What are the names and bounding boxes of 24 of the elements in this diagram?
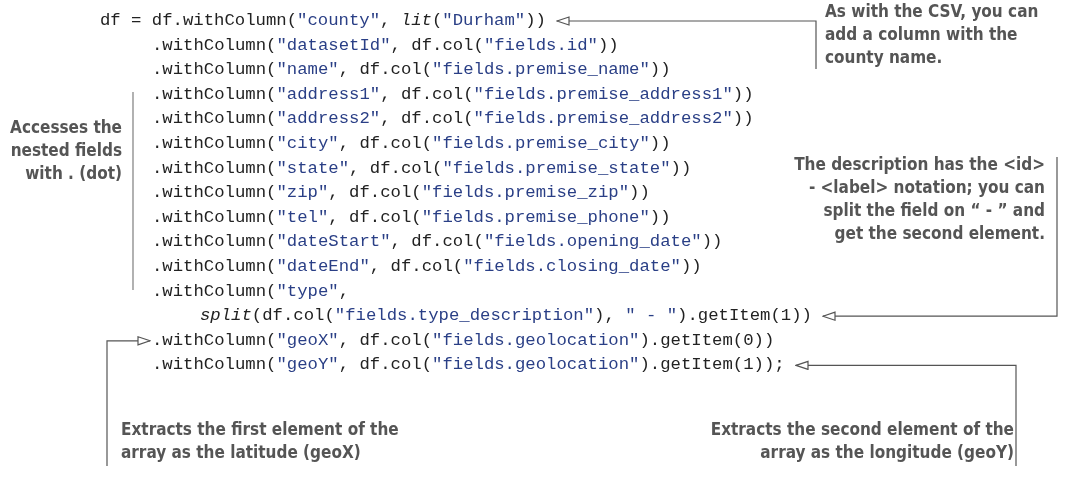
callout-text: As with the CSV, you can add a column with the county name. — [816, 0, 1052, 69]
code-line: .withColumn("type", — [152, 281, 352, 302]
code-line: split(df.col("fields.type_description"), " - ").getItem(1)) — [200, 306, 815, 327]
code-line: .withColumn("geoY", df.col("fields.geolocation").getItem(1)); — [152, 355, 788, 376]
annotation-text: Accesses the nested fields with . (dot) — [9, 116, 122, 185]
leader-arrow — [556, 16, 817, 70]
code-line: .withColumn("datasetId", df.col("fields.id")) — [152, 35, 622, 56]
leader-arrow — [822, 156, 1058, 321]
code-line: .withColumn("geoX", df.col("fields.geolocation").getItem(0)) — [152, 330, 777, 351]
code-line: .withColumn("name", df.col("fields.premise_name")) — [152, 60, 673, 81]
code-line: .withColumn("state", df.col("fields.premise_state")) — [152, 158, 694, 179]
leader-arrow — [795, 360, 1017, 467]
code-line: .withColumn("dateEnd", df.col("fields.closing_date")) — [152, 257, 705, 277]
code-line: .withColumn("dateStart", df.col("fields.opening_date")) — [152, 232, 725, 253]
code-line: .withColumn("tel", df.col("fields.premise_phone")) — [152, 207, 673, 228]
callout-text: Extracts the first element of the array as the latitude (geoX) — [107, 418, 427, 464]
code-line: .withColumn("zip", df.col("fields.premise_zip")) — [152, 183, 653, 204]
callout-text: The description has the <id> - <label> notation; you can split the field on “ - ” and get the second element. — [790, 153, 1057, 245]
code-line: .withColumn("city", df.col("fields.premise_city")) — [152, 134, 673, 154]
callout-text: Extracts the second element of the array as the longitude (geoY) — [680, 418, 1016, 464]
code-line: .withColumn("address1", df.col("fields.premise_address1")) — [152, 84, 757, 105]
leader-arrow — [106, 336, 151, 467]
code-line: .withColumn("address2", df.col("fields.premise_address2")) — [152, 109, 757, 130]
code-line: df = df.withColumn("county", lit("Durham")) — [100, 11, 549, 31]
